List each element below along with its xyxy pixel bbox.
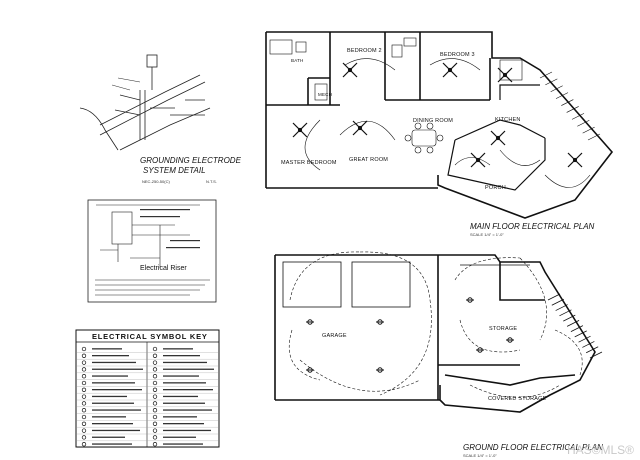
room-bedroom3: BEDROOM 3 bbox=[440, 52, 475, 58]
room-garage: GARAGE bbox=[322, 333, 347, 339]
room-mech: MECH bbox=[318, 92, 333, 97]
room-dining: DINING ROOM bbox=[413, 118, 454, 124]
room-bath: BATH bbox=[291, 58, 304, 63]
room-kitchen: KITCHEN bbox=[495, 117, 521, 123]
grounding-title-line2: SYSTEM DETAIL bbox=[143, 166, 206, 175]
symbol-key-title: ELECTRICAL SYMBOL KEY bbox=[92, 332, 208, 341]
grounding-ref: NEC-250-50(C) bbox=[142, 179, 170, 184]
room-master-bedroom: MASTER BEDROOM bbox=[281, 160, 337, 166]
ground-floor-title: GROUND FLOOR ELECTRICAL PLAN bbox=[463, 443, 603, 452]
room-great-room: GREAT ROOM bbox=[349, 157, 389, 163]
ground-floor-scale: SCALE 1/4" = 1'-0" bbox=[463, 453, 497, 458]
main-floor-title: MAIN FLOOR ELECTRICAL PLAN bbox=[470, 222, 595, 231]
riser-caption: Electrical Riser bbox=[140, 265, 187, 272]
grounding-title-line1: GROUNDING ELECTRODE bbox=[140, 156, 241, 165]
room-bedroom2: BEDROOM 2 bbox=[347, 48, 382, 54]
mls-watermark: HAS©MLS® bbox=[566, 443, 634, 457]
room-covered-storage: COVERED STORAGE bbox=[488, 396, 547, 402]
grounding-nts: N.T.S. bbox=[206, 179, 217, 184]
room-storage: STORAGE bbox=[489, 326, 518, 332]
main-floor-scale: SCALE 1/4" = 1'-0" bbox=[470, 232, 504, 237]
room-porch: PORCH bbox=[485, 185, 506, 191]
